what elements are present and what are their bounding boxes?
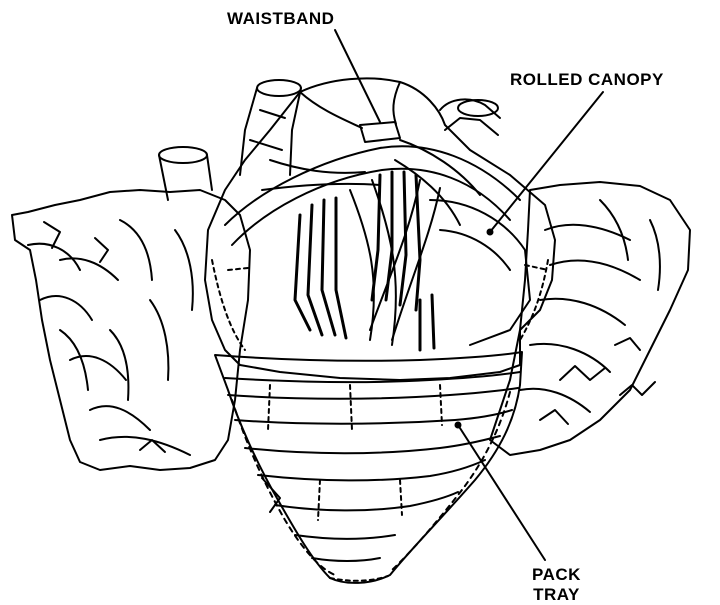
waistband-leader: [335, 30, 380, 122]
pack-tray-leader: [458, 425, 545, 560]
right-canopy-bundle: [490, 182, 690, 455]
pack-tray: [215, 352, 522, 583]
pack-tray-label: PACK TRAY: [532, 565, 581, 605]
pack-tray-label-line1: PACK: [532, 565, 581, 585]
left-canopy-bundle: [12, 190, 250, 470]
pack-tray-label-line2: TRAY: [532, 585, 581, 605]
waistband-label: WAISTBAND: [227, 9, 334, 29]
rolled-canopy-label: ROLLED CANOPY: [510, 70, 664, 90]
pack-body: [205, 78, 555, 380]
